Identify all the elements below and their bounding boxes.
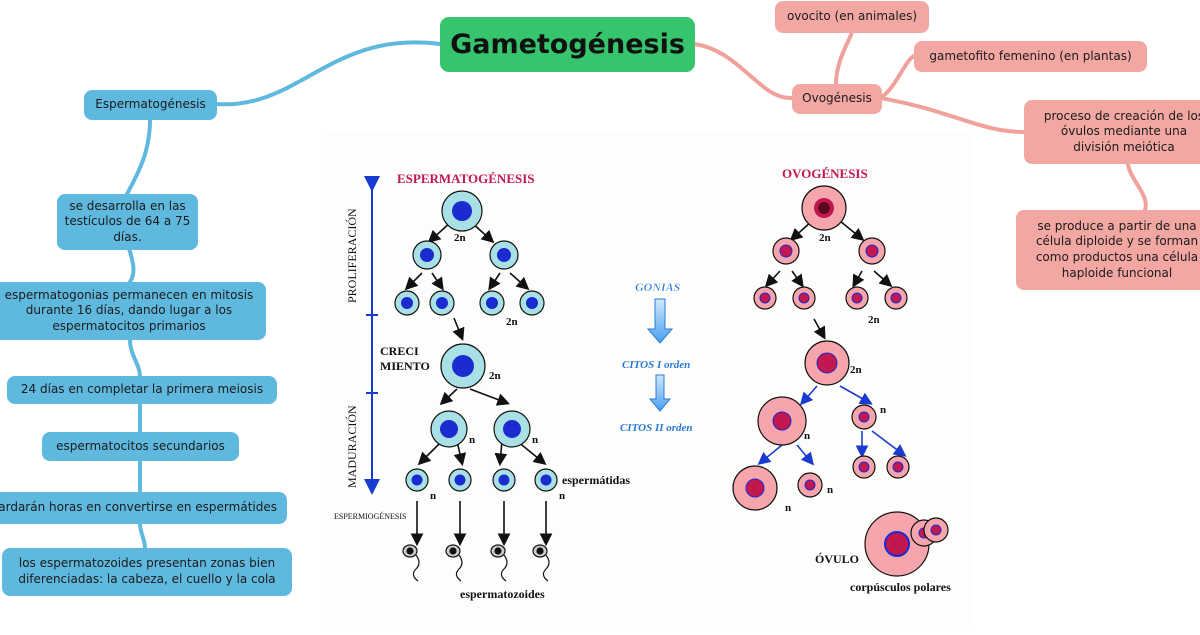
espermatogenesis-figure-title: ESPERMATOGÉNESIS xyxy=(397,171,535,186)
left-item-1[interactable]: se desarrolla en las testículos de 64 a … xyxy=(57,194,198,250)
corpusculos-label: corpúsculos polares xyxy=(850,580,951,594)
right-item-1[interactable]: ovocito (en animales) xyxy=(775,1,929,33)
left-item-3[interactable]: 24 días en completar la primera meiosis xyxy=(7,376,277,404)
root-node[interactable]: Gametogénesis xyxy=(440,17,695,72)
citos-1-label: CITOS I orden xyxy=(622,359,690,371)
ploidy-label: n xyxy=(804,430,810,442)
right-item-2[interactable]: gametofito femenino (en plantas) xyxy=(914,41,1147,72)
gametogenesis-figure: ESPERMATOGÉNESIS OVOGÉNESIS PROLIFERACIÓ… xyxy=(322,133,973,630)
ploidy-label: 2n xyxy=(506,316,518,328)
left-item-4[interactable]: espermatocitos secundarios xyxy=(42,432,239,461)
right-item-3[interactable]: proceso de creación de los óvulos median… xyxy=(1024,100,1200,164)
espermatidas-label: espermátidas xyxy=(562,473,630,487)
ploidy-label: 2n xyxy=(868,314,880,326)
ploidy-label: n xyxy=(827,484,833,496)
ploidy-label: n xyxy=(559,490,565,502)
crecimiento-label-2: MIENTO xyxy=(380,359,430,373)
ploidy-label: 2n xyxy=(489,370,501,382)
crecimiento-label-1: CRECI xyxy=(380,344,419,358)
ploidy-label: 2n xyxy=(850,364,862,376)
citos-2-label: CITOS II orden xyxy=(620,422,693,434)
right-item-4[interactable]: se produce a partir de una célula diploi… xyxy=(1016,210,1200,290)
espermiogenesis-label: ESPERMIOGÉNESIS xyxy=(334,511,406,521)
ploidy-label: 2n xyxy=(819,232,831,244)
ploidy-label: n xyxy=(532,434,538,446)
left-item-6[interactable]: los espermatozoides presentan zonas bien… xyxy=(2,548,292,596)
sperm-cells xyxy=(394,190,558,492)
espermatogenesis-node[interactable]: Espermatogénesis xyxy=(84,90,217,120)
maduracion-label: MADURACIÓN xyxy=(345,405,359,488)
gonias-label: GONIAS xyxy=(635,280,681,294)
ovogenesis-figure-title: OVOGÉNESIS xyxy=(782,166,868,181)
ploidy-label: 2n xyxy=(454,232,466,244)
ploidy-label: n xyxy=(430,490,436,502)
espermatozoides-label: espermatozoides xyxy=(460,587,545,601)
ploidy-label: n xyxy=(469,434,475,446)
left-item-2[interactable]: espermatogonias permanecen en mitosis du… xyxy=(0,282,266,340)
ovogenesis-node[interactable]: Ovogénesis xyxy=(792,84,882,114)
ploidy-label: n xyxy=(785,502,791,514)
left-item-5[interactable]: tardarán horas en convertirse en espermá… xyxy=(0,492,287,524)
ovo-cells xyxy=(732,185,949,577)
ploidy-label: n xyxy=(880,404,886,416)
phase-axis xyxy=(364,176,380,495)
proliferacion-label: PROLIFERACIÓN xyxy=(345,208,359,303)
sperm-heads xyxy=(402,544,550,582)
ovulo-label: ÓVULO xyxy=(815,552,859,566)
